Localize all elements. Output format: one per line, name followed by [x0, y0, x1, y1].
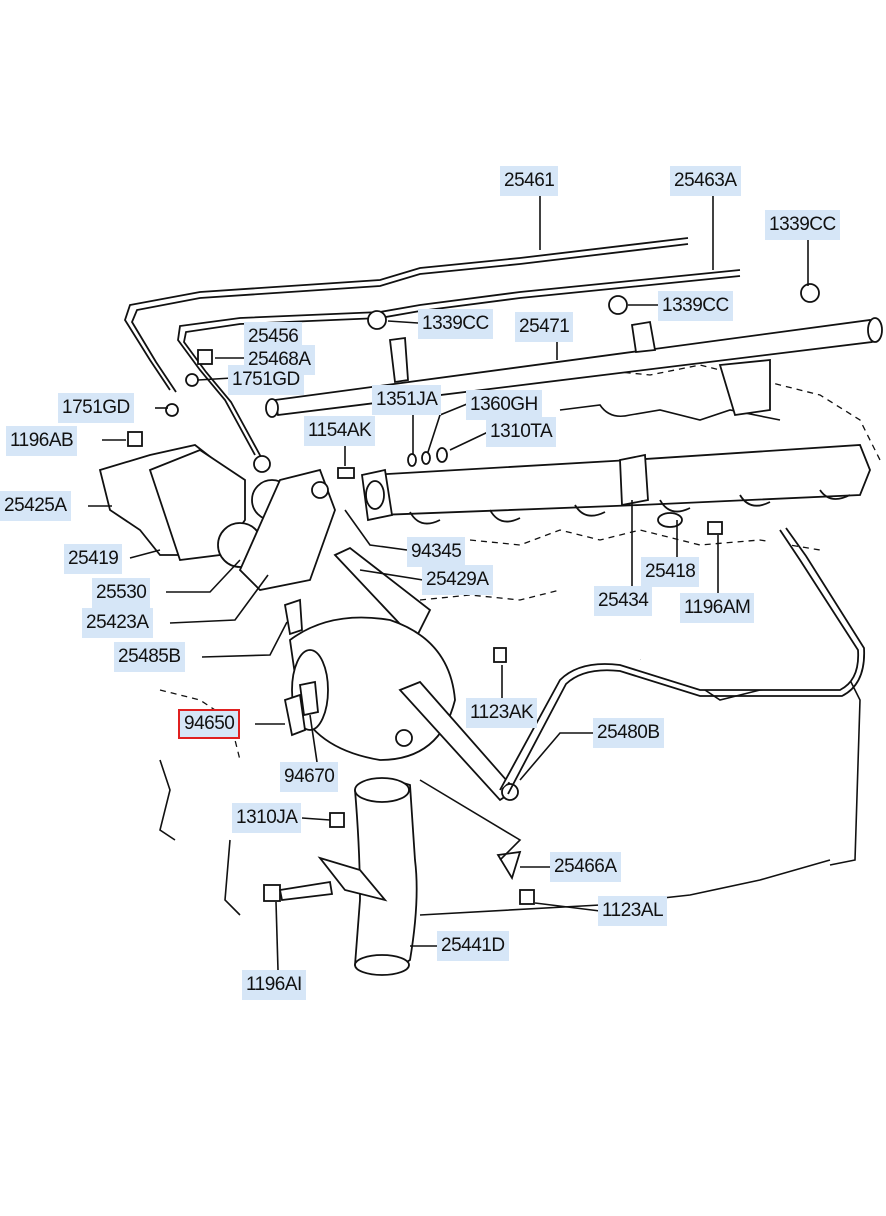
- part-label-25480b[interactable]: 25480B: [593, 718, 664, 748]
- part-label-1339cc-left[interactable]: 1339CC: [418, 309, 493, 339]
- part-label-1751gd-left[interactable]: 1751GD: [58, 393, 134, 423]
- part-label-25419[interactable]: 25419: [64, 544, 123, 574]
- part-label-94345[interactable]: 94345: [407, 537, 466, 567]
- temperature-sensors: [283, 598, 319, 737]
- part-label-94670[interactable]: 94670: [280, 762, 339, 792]
- part-label-94650-highlighted[interactable]: 94650: [178, 709, 241, 739]
- thermostat-housing: [98, 444, 336, 591]
- part-label-1310ja[interactable]: 1310JA: [232, 803, 302, 833]
- part-label-25418[interactable]: 25418: [641, 557, 700, 587]
- part-label-25466a[interactable]: 25466A: [550, 852, 621, 882]
- inlet-pipe: [317, 777, 522, 976]
- part-label-1310ta[interactable]: 1310TA: [486, 417, 557, 447]
- part-label-1123ak[interactable]: 1123AK: [466, 698, 538, 728]
- part-label-25461[interactable]: 25461: [500, 166, 559, 196]
- intake-manifold: [360, 444, 871, 528]
- part-label-25441d[interactable]: 25441D: [437, 931, 509, 961]
- part-label-1196ai[interactable]: 1196AI: [242, 970, 306, 1000]
- leader-lines: [88, 195, 809, 971]
- part-label-25463a[interactable]: 25463A: [670, 166, 741, 196]
- part-label-1339cc-mid[interactable]: 1339CC: [658, 291, 733, 321]
- part-label-25471[interactable]: 25471: [515, 312, 574, 342]
- part-label-1154ak[interactable]: 1154AK: [304, 416, 376, 446]
- part-label-25530[interactable]: 25530: [92, 578, 151, 608]
- tube-25480B: [499, 527, 865, 795]
- part-label-25434[interactable]: 25434: [594, 586, 653, 616]
- part-label-1360gh[interactable]: 1360GH: [466, 390, 542, 420]
- part-label-25425a[interactable]: 25425A: [0, 491, 71, 521]
- part-label-25423a[interactable]: 25423A: [82, 608, 153, 638]
- part-label-1196ab[interactable]: 1196AB: [6, 426, 78, 456]
- part-label-1123al[interactable]: 1123AL: [598, 896, 668, 926]
- part-label-1339cc-top[interactable]: 1339CC: [765, 210, 840, 240]
- part-label-25485b[interactable]: 25485B: [114, 642, 185, 672]
- part-label-1351ja[interactable]: 1351JA: [372, 385, 442, 415]
- part-label-1751gd-right[interactable]: 1751GD: [228, 365, 304, 395]
- part-label-1196am[interactable]: 1196AM: [680, 593, 755, 623]
- part-label-25429a[interactable]: 25429A: [422, 565, 493, 595]
